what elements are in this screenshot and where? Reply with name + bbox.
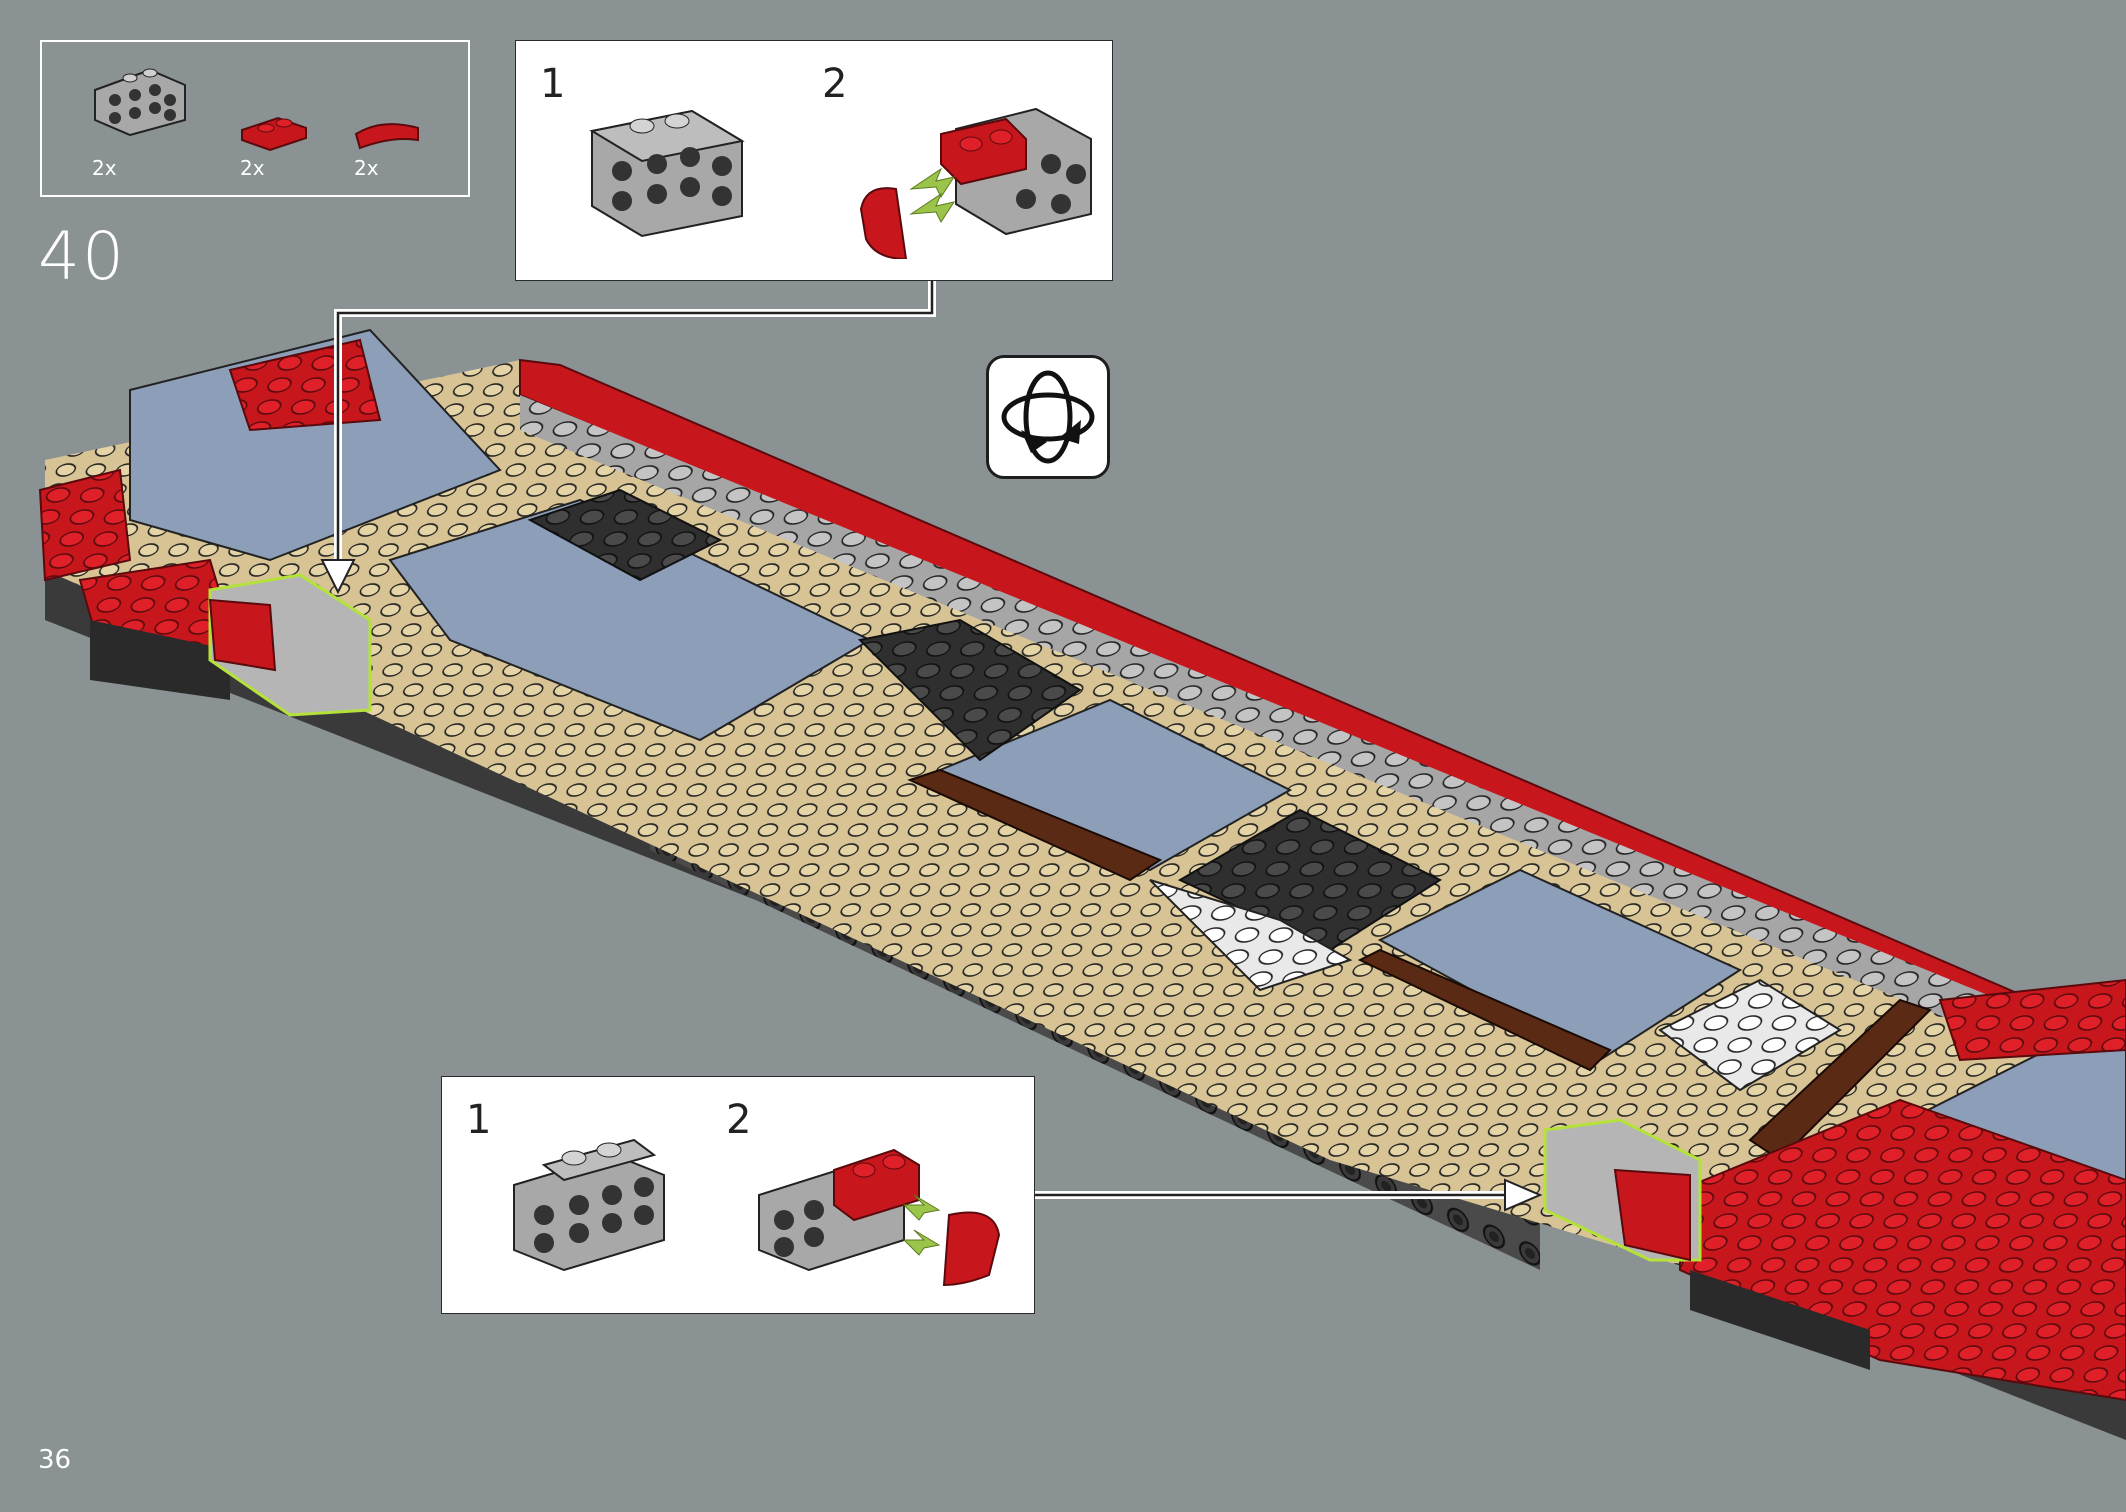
sub-step-2: 2 (726, 1097, 752, 1143)
page-number: 36 (38, 1445, 72, 1475)
sub-step-1: 1 (466, 1097, 492, 1143)
part-qty-3: 2x (354, 156, 379, 180)
bracket-plate-icon (94, 68, 186, 136)
part-qty-2: 2x (240, 156, 265, 180)
sub-assembly-callout-bottom: 1 2 (441, 1076, 1035, 1314)
sub-step-2: 2 (822, 61, 848, 107)
bracket-plate-step1-icon (513, 1138, 665, 1272)
bracket-plate-step2-icon (758, 1148, 1001, 1287)
sub-step-1: 1 (540, 61, 566, 107)
sub-assembly-callout-top: 1 2 (515, 40, 1113, 281)
part-qty-1: 2x (92, 156, 117, 180)
bracket-plate-step2-icon (859, 107, 1092, 259)
red-plate-icon (241, 116, 307, 152)
rotate-model-icon (986, 355, 1110, 479)
bracket-plate-step1-icon (589, 109, 745, 238)
step-number: 40 (38, 218, 126, 295)
red-curved-slope-icon (354, 123, 419, 150)
parts-list-box: 2x 2x 2x (40, 40, 470, 197)
